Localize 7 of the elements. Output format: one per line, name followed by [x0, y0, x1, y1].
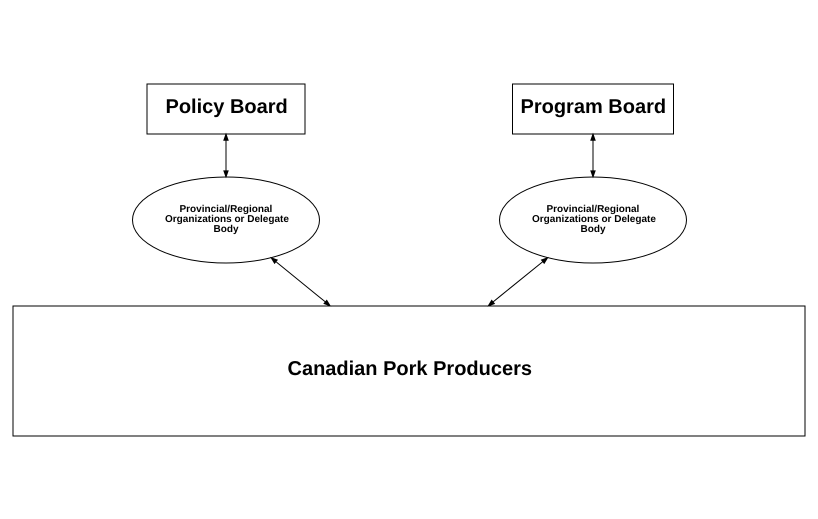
node-box: Canadian Pork Producers [12, 305, 806, 436]
arrow [223, 132, 229, 178]
node-box: Program Board [512, 83, 674, 134]
node-box: Policy Board [146, 83, 306, 134]
arrow [270, 256, 332, 306]
arrow [487, 256, 549, 306]
arrow [590, 132, 596, 178]
